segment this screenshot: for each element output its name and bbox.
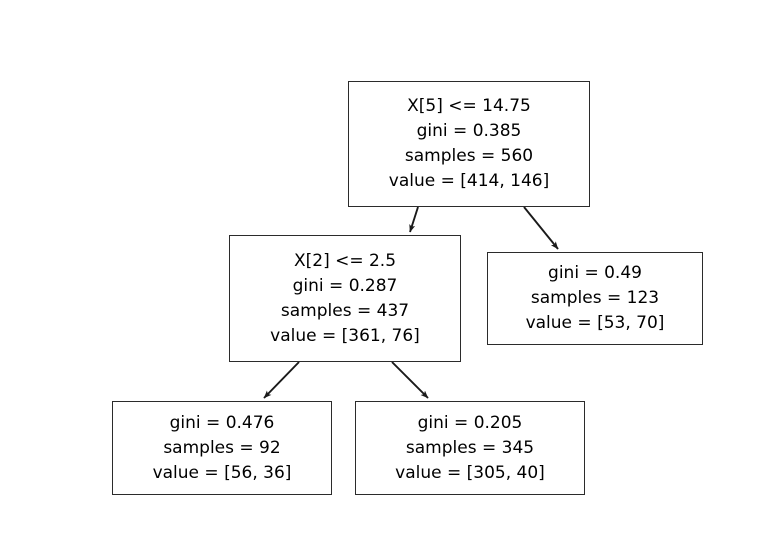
tree-node-bottom-left-leaf: gini = 0.476 samples = 92 value = [56, 3… bbox=[112, 401, 332, 495]
node-samples: samples = 345 bbox=[405, 437, 535, 458]
node-samples: samples = 560 bbox=[404, 146, 534, 166]
edge-root-to-left-child bbox=[409, 206, 419, 233]
node-gini: gini = 0.49 bbox=[548, 263, 642, 283]
node-value: value = [414, 146] bbox=[388, 171, 550, 191]
node-gini: gini = 0.385 bbox=[416, 121, 522, 141]
node-condition: X[2] <= 2.5 bbox=[293, 250, 397, 271]
node-gini: gini = 0.287 bbox=[292, 275, 398, 296]
node-value: value = [361, 76] bbox=[270, 325, 420, 346]
tree-node-root: X[5] <= 14.75 gini = 0.385 samples = 560… bbox=[348, 81, 590, 207]
tree-node-left-internal: X[2] <= 2.5 gini = 0.287 samples = 437 v… bbox=[229, 235, 461, 362]
node-value: value = [53, 70] bbox=[525, 313, 665, 333]
node-value: value = [305, 40] bbox=[395, 462, 545, 483]
node-gini: gini = 0.205 bbox=[417, 412, 523, 433]
node-value: value = [56, 36] bbox=[152, 462, 292, 483]
edge-left-node-to-right-leaf bbox=[391, 361, 429, 399]
tree-node-bottom-right-leaf: gini = 0.205 samples = 345 value = [305,… bbox=[355, 401, 585, 495]
edge-left-node-to-left-leaf bbox=[263, 361, 300, 399]
edge-root-to-right-child bbox=[523, 206, 559, 250]
node-condition: X[5] <= 14.75 bbox=[407, 96, 531, 116]
node-gini: gini = 0.476 bbox=[169, 412, 275, 433]
node-samples: samples = 123 bbox=[530, 288, 660, 308]
node-samples: samples = 92 bbox=[163, 437, 281, 458]
node-samples: samples = 437 bbox=[280, 300, 410, 321]
tree-node-right-leaf: gini = 0.49 samples = 123 value = [53, 7… bbox=[487, 252, 703, 345]
